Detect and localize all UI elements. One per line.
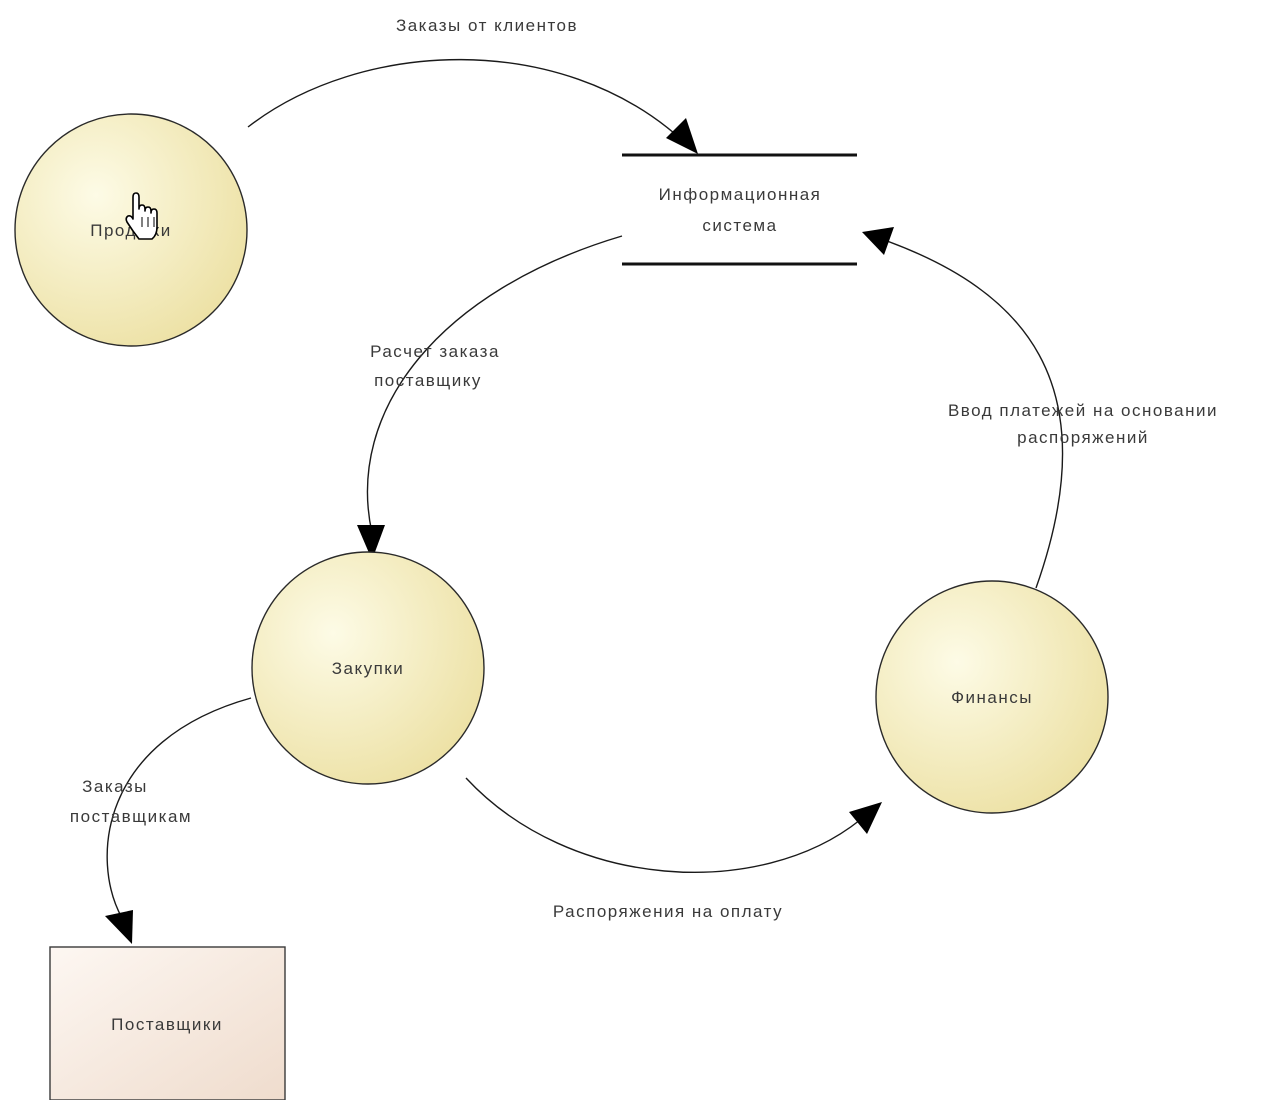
flow-payment-entry-label-line1: Ввод платежей на основании xyxy=(948,401,1218,420)
flow-supplier-orders-line[interactable] xyxy=(106,697,252,919)
entity-suppliers-box xyxy=(49,946,286,1100)
flow-payment-orders-label: Распоряжения на оплату xyxy=(553,902,783,921)
flow-supplier-orders-label-line1: Заказы xyxy=(82,777,148,796)
datastore-label-line1: Информационная xyxy=(659,185,822,204)
entity-suppliers[interactable]: Поставщики xyxy=(49,946,286,1100)
process-sales-circle xyxy=(14,113,248,347)
hand-pointer-icon xyxy=(125,192,158,240)
flow-supplier-orders-arrowhead xyxy=(105,910,133,944)
flow-payment-orders-line[interactable] xyxy=(465,777,861,873)
process-finance-circle xyxy=(875,580,1109,814)
flow-payment-orders-arrowhead xyxy=(849,802,882,834)
process-purchasing-label: Закупки xyxy=(332,659,405,678)
datastore-label-line2: система xyxy=(702,216,777,235)
flow-customer-orders-arrowhead xyxy=(666,118,698,154)
process-purchasing[interactable]: Закупки xyxy=(251,551,485,785)
process-sales[interactable]: Продажи xyxy=(14,113,248,347)
flow-payment-entry-arrowhead xyxy=(862,227,894,255)
process-finance[interactable]: Финансы xyxy=(875,580,1109,814)
flow-order-calc-arrowhead xyxy=(357,525,385,560)
flow-order-calc-label-line1: Расчет заказа xyxy=(370,342,500,361)
flow-supplier-orders-label-line2: поставщикам xyxy=(70,807,192,826)
flow-order-calc-label-line2: поставщику xyxy=(374,371,482,390)
flow-customer-orders-label: Заказы от клиентов xyxy=(396,16,578,35)
process-finance-label: Финансы xyxy=(951,688,1033,707)
flow-order-calc-line[interactable] xyxy=(366,235,623,534)
flow-customer-orders-line[interactable] xyxy=(247,59,683,141)
entity-suppliers-label: Поставщики xyxy=(111,1015,223,1034)
flow-payment-entry-label-line2: распоряжений xyxy=(1017,428,1149,447)
datastore-information-system[interactable]: Информационная система xyxy=(622,153,857,266)
flow-payment-entry-line[interactable] xyxy=(886,240,1064,589)
process-purchasing-circle xyxy=(251,551,485,785)
